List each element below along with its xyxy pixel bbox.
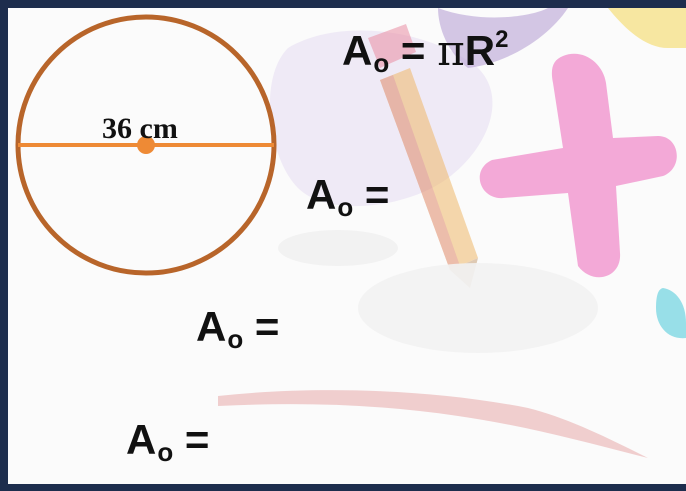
background-decoration [218, 8, 686, 458]
slide-panel: 36 cm Ao = πR2 Ao = Ao = Ao = [8, 8, 686, 484]
area-step-2: Ao = [196, 303, 280, 353]
pi-symbol: π [437, 26, 465, 75]
pencil-icon [368, 24, 478, 288]
smudge-1 [358, 263, 598, 353]
area-symbol: A [342, 27, 373, 74]
diameter-label: 36 cm [102, 112, 178, 145]
area-step-1: Ao = [306, 171, 390, 221]
circle-diagram [15, 14, 277, 276]
equals-sign: = [400, 27, 426, 74]
cyan-accent [656, 288, 686, 339]
area-symbol: A [196, 303, 227, 350]
purple-ribbon [438, 8, 568, 68]
yellow-arc [608, 8, 686, 48]
area-step-3: Ao = [126, 416, 210, 466]
center-dot [137, 136, 155, 154]
radius-exponent: 2 [495, 26, 509, 53]
plus-sign-icon [479, 53, 677, 278]
pink-swoosh [218, 390, 648, 458]
area-formula: Ao = πR2 [342, 27, 508, 77]
area-subscript: o [373, 48, 390, 78]
smudge-2 [278, 230, 398, 266]
radius-symbol: R [464, 27, 496, 74]
area-subscript: o [337, 192, 354, 222]
area-subscript: o [227, 324, 244, 354]
area-subscript: o [157, 437, 174, 467]
area-symbol: A [306, 171, 337, 218]
area-symbol: A [126, 416, 157, 463]
equals-sign: = [364, 171, 390, 218]
equals-sign: = [254, 303, 280, 350]
equals-sign: = [184, 416, 210, 463]
